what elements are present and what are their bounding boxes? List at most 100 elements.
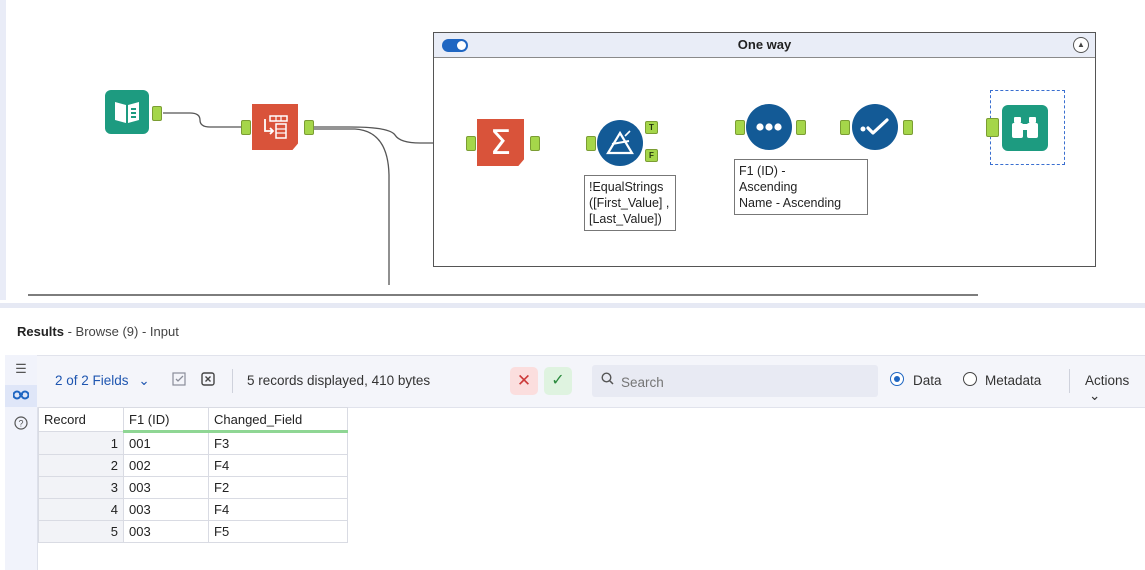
transpose-tool-output-anchor[interactable]: [304, 120, 314, 135]
cell-f1-id[interactable]: 002: [123, 454, 209, 477]
sort-tool-input-anchor[interactable]: [735, 120, 745, 135]
chevron-down-icon: ⌄: [1089, 388, 1101, 403]
cancel-filter-button[interactable]: ✕: [510, 367, 538, 395]
summarize-tool[interactable]: Σ: [477, 119, 524, 166]
cell-f1-id[interactable]: 001: [123, 431, 209, 455]
results-divider: [0, 303, 1145, 308]
transpose-tool[interactable]: [252, 104, 298, 150]
filter-false-anchor[interactable]: F: [645, 149, 658, 162]
sort-annotation: F1 (ID) - Ascending Name - Ascending: [734, 159, 868, 215]
binoculars-icon[interactable]: [12, 388, 30, 404]
sort-dots-icon: [756, 123, 782, 131]
filter-true-anchor[interactable]: T: [645, 121, 658, 134]
search-input[interactable]: [619, 370, 873, 394]
transpose-tool-input-anchor[interactable]: [241, 120, 251, 135]
container-enable-toggle[interactable]: [442, 39, 468, 52]
actions-label: Actions: [1085, 373, 1130, 388]
table-header-row: Record F1 (ID) Changed_Field: [38, 407, 348, 433]
column-header-changed-field[interactable]: Changed_Field: [208, 407, 348, 433]
data-view-label[interactable]: Data: [913, 373, 942, 388]
record-number: 3: [38, 476, 124, 499]
table-row[interactable]: 4 003 F4: [38, 498, 348, 521]
unique-tool-input-anchor[interactable]: [840, 120, 850, 135]
sort-tool-output-anchor[interactable]: [796, 120, 806, 135]
results-label: Results: [17, 324, 64, 339]
search-box[interactable]: [592, 365, 878, 397]
sort-annotation-line: Ascending: [739, 180, 798, 194]
input-tool-output-anchor[interactable]: [152, 106, 162, 121]
sort-tool[interactable]: [746, 104, 792, 150]
table-row[interactable]: 3 003 F2: [38, 476, 348, 499]
record-number: 5: [38, 520, 124, 543]
table-row[interactable]: 5 003 F5: [38, 520, 348, 543]
record-number: 2: [38, 454, 124, 477]
table-row[interactable]: 2 002 F4: [38, 454, 348, 477]
cell-changed-field[interactable]: F3: [208, 431, 348, 455]
toolbar-divider: [1069, 369, 1070, 393]
workflow-canvas[interactable]: One way ▲ Σ T F: [0, 0, 1145, 300]
browse-tool[interactable]: [1002, 105, 1048, 151]
sort-annotation-line: F1 (ID) -: [739, 164, 786, 178]
filter-tool[interactable]: [597, 120, 643, 166]
table-transpose-icon: [264, 115, 288, 139]
summarize-tool-output-anchor[interactable]: [530, 136, 540, 151]
filter-annotation-line: ([First_Value] ,: [589, 196, 670, 210]
apply-filter-button[interactable]: ✓: [544, 367, 572, 395]
filter-triangle-icon: [606, 130, 634, 155]
fields-selector[interactable]: 2 of 2 Fields ⌄: [55, 373, 150, 389]
summarize-tool-input-anchor[interactable]: [466, 136, 476, 151]
book-icon: [115, 102, 139, 123]
filter-annotation-line: [Last_Value]): [589, 212, 662, 226]
records-info: 5 records displayed, 410 bytes: [247, 373, 431, 388]
edit-fields-icon[interactable]: [172, 372, 187, 390]
browse-tool-input-anchor[interactable]: [986, 118, 999, 137]
record-number: 4: [38, 498, 124, 521]
sort-annotation-line: Name - Ascending: [739, 196, 842, 210]
toolbar-divider: [232, 369, 233, 393]
list-icon[interactable]: ☰: [15, 361, 27, 376]
column-header-record[interactable]: Record: [38, 407, 124, 432]
cell-changed-field[interactable]: F5: [208, 520, 348, 543]
connection-input-to-transpose: [163, 112, 241, 128]
help-icon[interactable]: ?: [13, 416, 29, 432]
results-table: Record F1 (ID) Changed_Field 1 001 F3 2 …: [38, 407, 348, 543]
filter-annotation-line: !EqualStrings: [589, 180, 664, 194]
cell-changed-field[interactable]: F4: [208, 454, 348, 477]
connection-transpose-to-summarize: [313, 126, 466, 144]
close-icon: ✕: [516, 371, 532, 390]
chevron-up-icon: ▲: [1077, 40, 1085, 49]
container-header: One way ▲: [434, 33, 1095, 58]
metadata-view-label[interactable]: Metadata: [985, 373, 1042, 388]
cell-f1-id[interactable]: 003: [123, 520, 209, 543]
fields-selector-label: 2 of 2 Fields: [55, 373, 129, 388]
results-side-toolbar: ☰ ?: [5, 355, 38, 570]
unique-check-icon: [860, 118, 889, 135]
container-title: One way: [737, 37, 792, 52]
cell-f1-id[interactable]: 003: [123, 498, 209, 521]
metadata-view-radio[interactable]: [963, 372, 977, 386]
column-header-f1-id[interactable]: F1 (ID): [123, 407, 209, 433]
cell-changed-field[interactable]: F4: [208, 498, 348, 521]
unique-tool[interactable]: [852, 104, 898, 150]
results-title: Results - Browse (9) - Input: [17, 324, 179, 339]
sigma-icon: Σ: [489, 122, 512, 163]
input-data-tool[interactable]: [105, 90, 149, 134]
filter-tool-input-anchor[interactable]: [586, 136, 596, 151]
canvas-left-border: [0, 0, 6, 300]
table-row[interactable]: 1 001 F3: [38, 431, 348, 455]
canvas-horizontal-scrollbar[interactable]: [28, 294, 978, 296]
data-view-radio[interactable]: [890, 372, 904, 386]
search-icon: [601, 372, 614, 388]
container-collapse-button[interactable]: ▲: [1073, 37, 1089, 53]
check-icon: ✓: [551, 372, 565, 389]
binoculars-icon: [1012, 117, 1038, 138]
chevron-down-icon: ⌄: [138, 373, 150, 388]
unique-tool-output-anchor[interactable]: [903, 120, 913, 135]
clear-fields-icon[interactable]: [201, 372, 216, 390]
record-number: 1: [38, 431, 124, 455]
connection-transpose-down: [313, 128, 390, 285]
actions-menu[interactable]: Actions ⌄: [1085, 373, 1145, 404]
cell-changed-field[interactable]: F2: [208, 476, 348, 499]
cell-f1-id[interactable]: 003: [123, 476, 209, 499]
results-toolbar: 2 of 2 Fields ⌄ 5 records displayed, 410…: [37, 355, 1145, 408]
